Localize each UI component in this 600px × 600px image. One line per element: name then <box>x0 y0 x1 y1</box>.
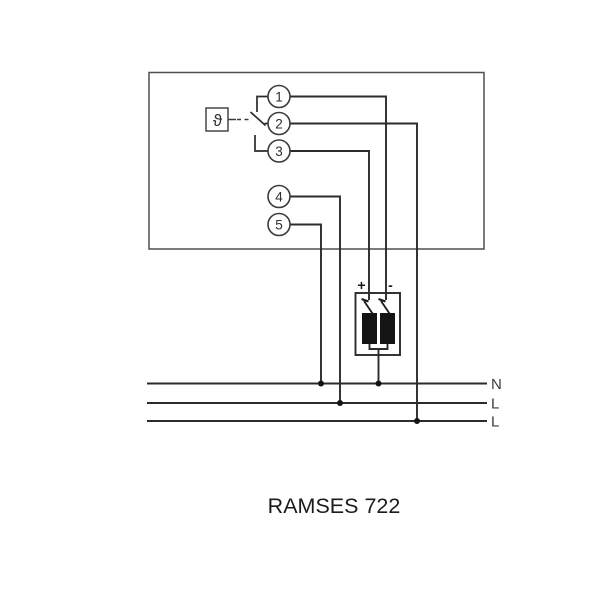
junction-terminal5-n <box>318 380 324 387</box>
junction-actuator-n <box>375 380 382 387</box>
wire-terminal5-to-line-n <box>290 223 322 384</box>
wire-terminal1-to-actuator-minus <box>290 95 387 300</box>
terminal-4: 4 <box>267 184 291 209</box>
line-n-label: N <box>491 376 502 393</box>
left-contact-arm <box>363 300 374 315</box>
switch-fixed-contact-1 <box>256 95 268 112</box>
terminal-2: 2 <box>267 111 291 136</box>
actuator-component: + - <box>354 277 401 356</box>
wire-terminal2-to-line-l2 <box>290 122 418 421</box>
right-arrow-foot <box>378 297 386 303</box>
left-arrow-foot <box>361 297 369 303</box>
terminal-4-label: 4 <box>275 189 283 204</box>
terminal-3-circle <box>267 139 291 163</box>
switch-fixed-contact-3 <box>254 135 268 152</box>
terminal-1-label: 1 <box>275 89 283 104</box>
junction-dots <box>318 380 420 424</box>
theta-sensor-icon: ϑ <box>213 111 223 130</box>
terminal-1-circle <box>267 84 291 109</box>
terminal-4-circle <box>267 184 291 209</box>
junction-terminal4-l1 <box>337 400 343 406</box>
terminal-2-label: 2 <box>275 116 283 131</box>
terminal-5-circle <box>267 212 291 237</box>
minus-label: - <box>388 277 393 293</box>
actuator-element-left <box>362 313 377 344</box>
line-l2-label: L <box>491 414 499 431</box>
actuator-bottom-connector <box>368 344 389 350</box>
terminal-circles: 1 2 3 4 5 <box>267 84 291 237</box>
terminal-3: 3 <box>267 139 291 163</box>
actuator-element-right <box>380 313 395 344</box>
right-contact-arm <box>380 300 391 315</box>
junction-terminal2-l2 <box>414 418 420 424</box>
actuator-internal-contacts <box>361 297 391 315</box>
switch-arm <box>249 111 267 127</box>
terminal-5-label: 5 <box>275 217 283 232</box>
mains-lines <box>147 382 487 422</box>
wire-terminal3-to-actuator-plus <box>290 150 370 300</box>
switch-contact <box>249 95 268 152</box>
terminal-5: 5 <box>267 212 291 237</box>
mains-labels: N L L <box>491 376 502 431</box>
terminal-3-label: 3 <box>275 144 283 159</box>
line-l1-label: L <box>491 396 499 413</box>
wire-terminal4-to-line-l1 <box>290 195 341 403</box>
wires <box>290 95 418 421</box>
terminal-2-circle <box>267 111 291 136</box>
terminal-1: 1 <box>267 84 291 109</box>
diagram-caption: RAMSES 722 <box>268 494 401 518</box>
temperature-sensor-symbol: ϑ <box>205 107 252 132</box>
actuator-box <box>354 292 401 356</box>
device-outline <box>148 71 485 250</box>
plus-label: + <box>357 277 365 293</box>
